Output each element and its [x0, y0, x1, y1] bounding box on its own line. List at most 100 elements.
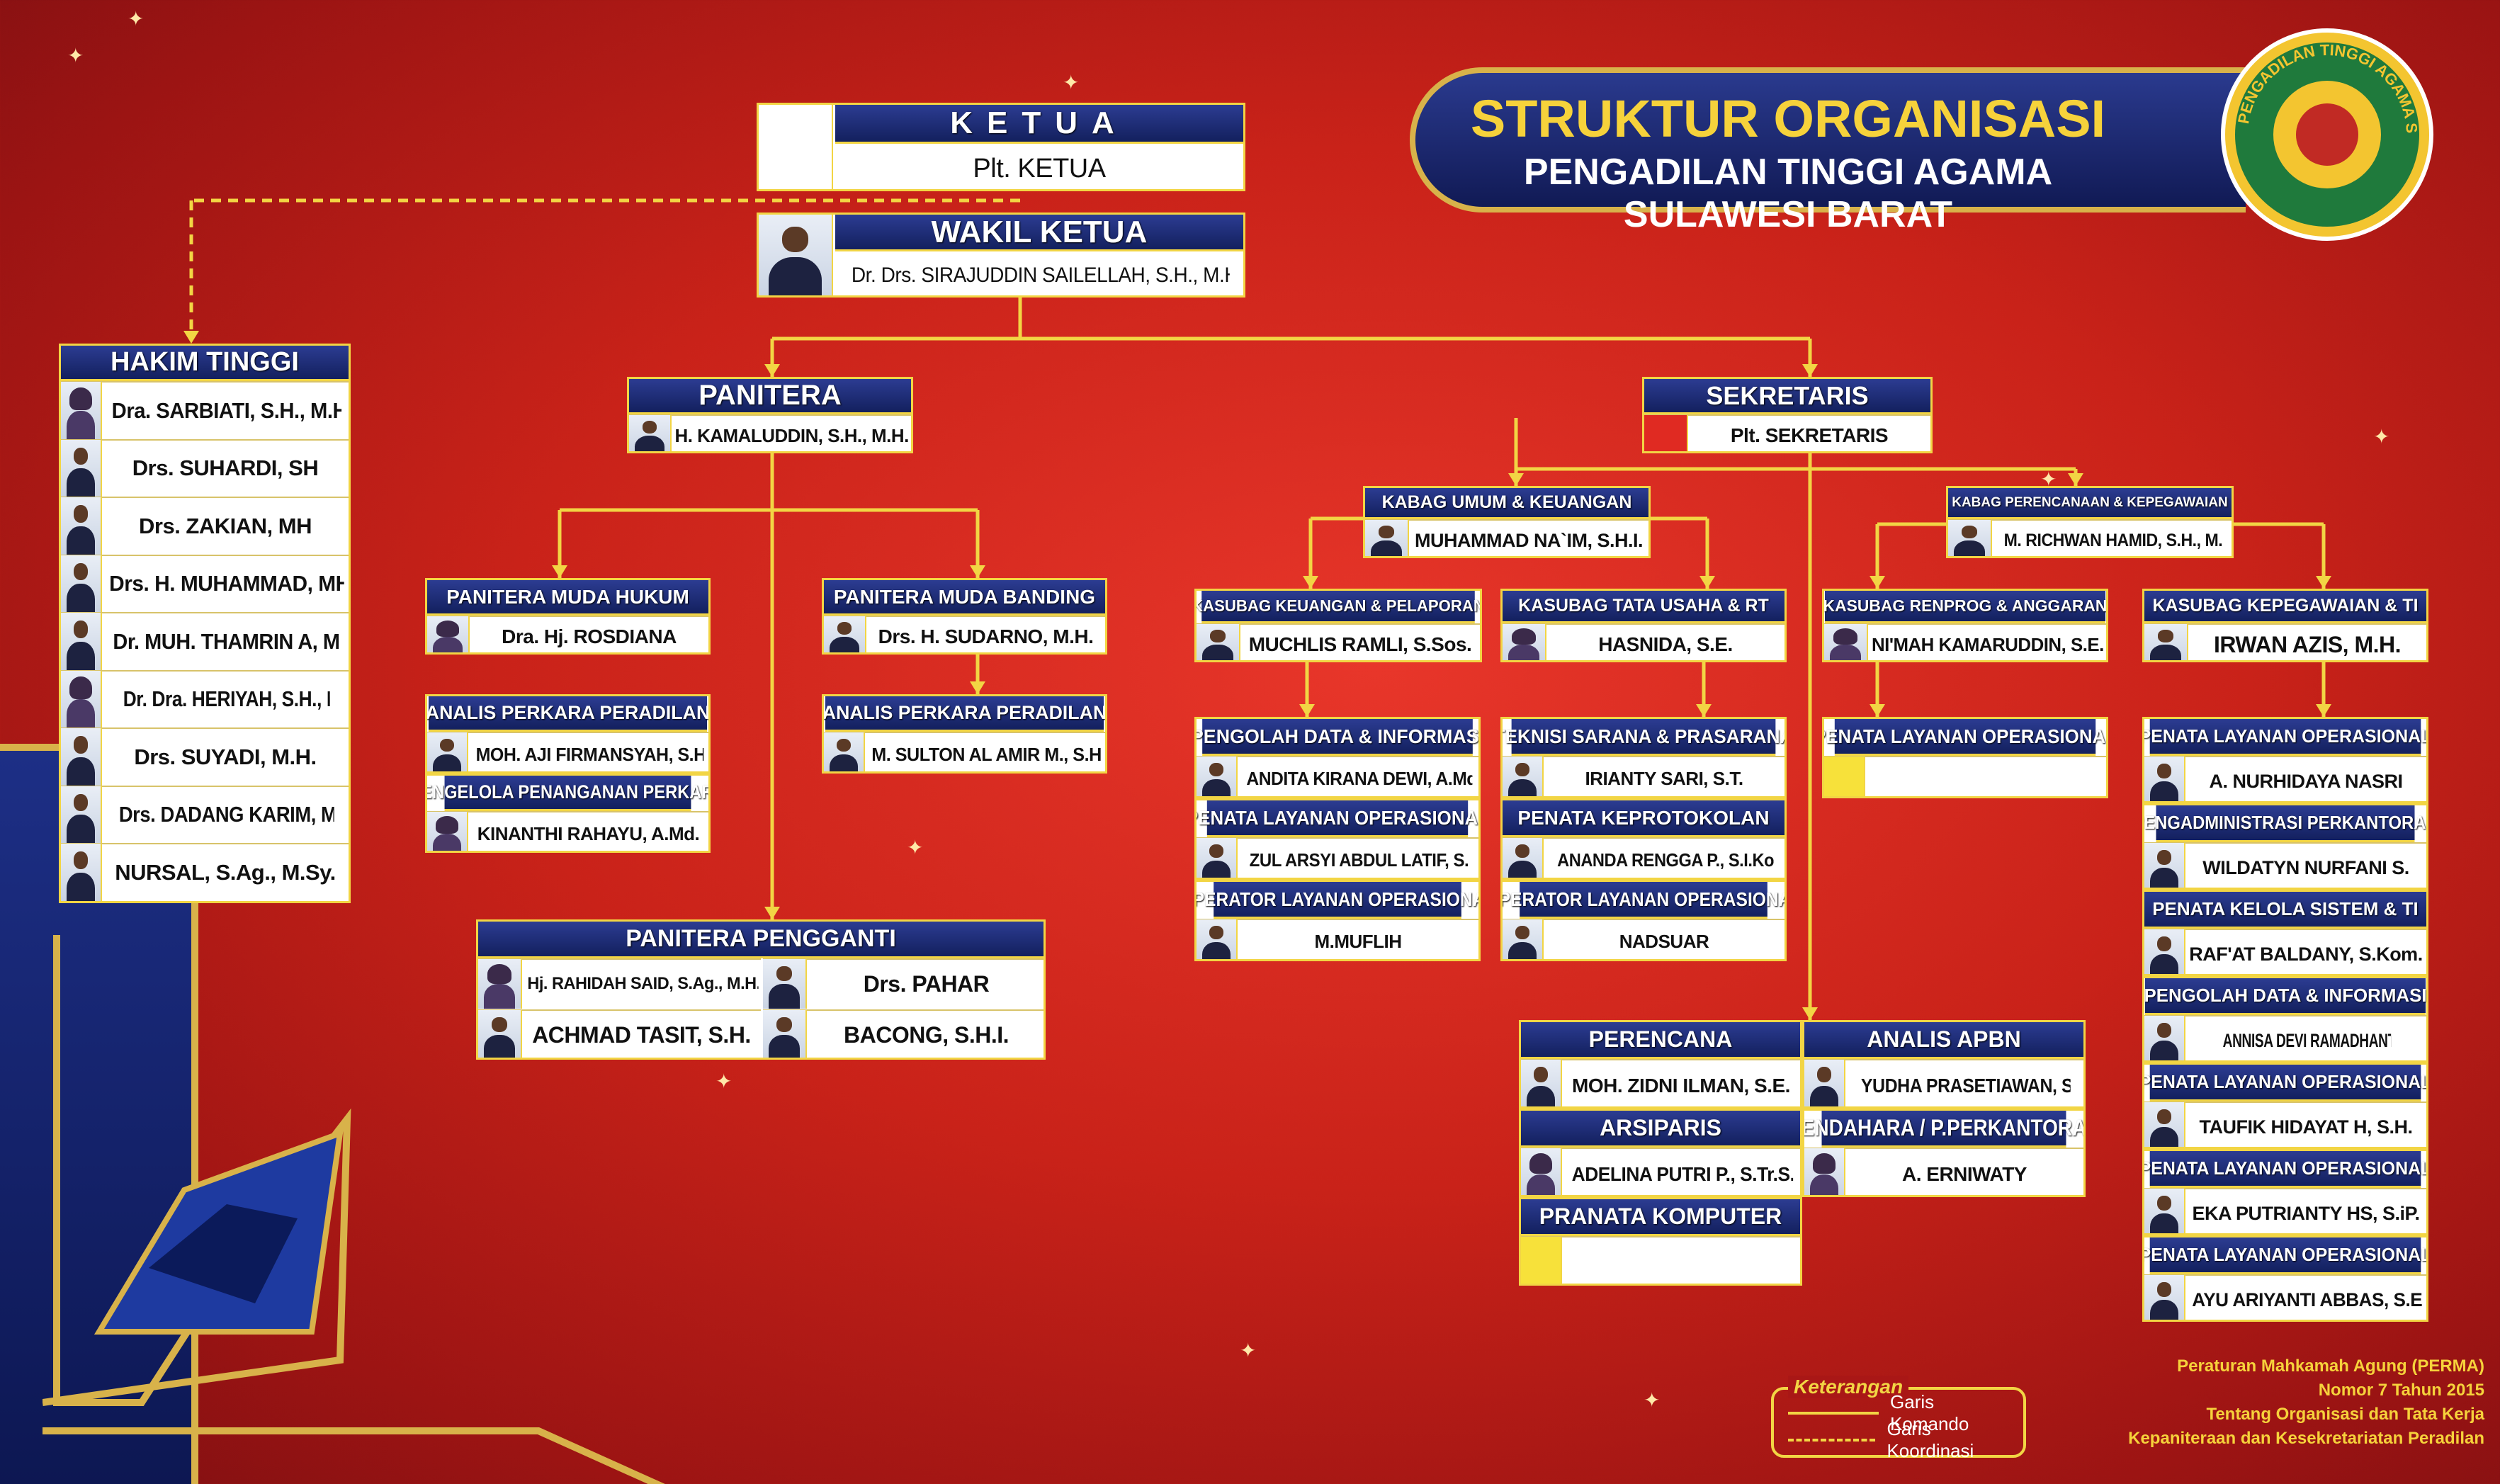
person-name: ANNISA DEVI RAMADHANTY, A.Md.M. [2222, 1029, 2392, 1051]
person-photo [824, 616, 866, 652]
person-photo [629, 415, 672, 451]
fungsional-box: ARSIPARIS ADELINA PUTRI P., S.Tr.S.I. [1519, 1109, 1802, 1197]
list-item: NURSAL, S.Ag., M.Sy. [61, 843, 349, 901]
person-photo [1824, 624, 1868, 660]
person-photo [61, 382, 102, 439]
court-emblem-icon: PENGADILAN TINGGI AGAMA SULAWESI BARAT [2221, 28, 2433, 241]
person-name: MUCHLIS RAMLI, S.Sos. [1248, 633, 1472, 655]
position-title: PENATA LAYANAN OPERASIONAL [2144, 1151, 2426, 1188]
photo-placeholder [1644, 415, 1688, 451]
position-title: OPERATOR LAYANAN OPERASIONAL [1503, 882, 1784, 919]
position-title: BENDAHARA / P.PERKANTORAN [1804, 1111, 2083, 1148]
staff-box: PENATA KELOLA SISTEM & TI RAF'AT BALDANY,… [2142, 890, 2428, 976]
position-title: PENATA KELOLA SISTEM & TI [2144, 892, 2426, 929]
person-photo [61, 844, 102, 901]
position-title: PERENCANA [1521, 1022, 1800, 1059]
list-item: ACHMAD TASIT, S.H. [478, 1009, 761, 1058]
position-title: PANITERA [629, 379, 911, 414]
legend-komando: Garis Komando [1788, 1391, 2016, 1434]
person-photo [1197, 757, 1238, 796]
photo-placeholder [759, 105, 833, 189]
person-name: ANANDA RENGGA P., S.I.Kom. [1557, 849, 1774, 871]
position-title: PENATA LAYANAN OPERASIONAL [2144, 1237, 2426, 1274]
arrow-head [970, 681, 985, 694]
person-name: NURSAL, S.Ag., M.Sy. [115, 859, 336, 885]
person-photo [427, 812, 468, 851]
person-photo [1197, 624, 1240, 660]
list-item: Drs. H. MUHAMMAD, MH [61, 554, 349, 613]
person-name: Plt. SEKRETARIS [1730, 424, 1889, 446]
list-item: Drs. DADANG KARIM, M.H. [61, 785, 349, 844]
position-title: WAKIL KETUA [835, 215, 1243, 251]
position-title: KABAG PERENCANAAN & KEPEGAWAIAN [1948, 488, 2232, 519]
person-name: Dr. Dra. HERIYAH, S.H., M.H. [123, 686, 330, 711]
legend-title: Keterangan [1788, 1376, 1909, 1398]
person-name: MOH. ZIDNI ILMAN, S.E. [1572, 1074, 1790, 1097]
arrow-head [1802, 364, 1818, 377]
position-title: KASUBAG RENPROG & ANGGARAN [1824, 591, 2106, 623]
arrow-head [764, 364, 780, 377]
position-title: PENATA LAYANAN OPERASIONAL [1824, 719, 2106, 756]
person-name: ACHMAD TASIT, S.H. [532, 1021, 751, 1048]
person-name: Dr. Drs. SIRAJUDDIN SAILELLAH, S.H., M.H… [851, 264, 1230, 287]
regulation-line-3: Tentang Organisasi dan Tata Kerja [2206, 1405, 2484, 1424]
person-photo [2144, 929, 2185, 974]
person-name: BACONG, S.H.I. [843, 1021, 1009, 1048]
person-photo [61, 613, 102, 670]
person-name: Drs. PAHAR [863, 970, 990, 997]
person-name: Dr. MUH. THAMRIN A, MH [113, 628, 341, 654]
person-name: HASNIDA, S.E. [1598, 633, 1733, 655]
person-name: M. SULTON AL AMIR M., S.H. [871, 743, 1102, 765]
person-photo [763, 959, 807, 1009]
position-title: PENGELOLA PENANGANAN PERKARA [427, 776, 708, 811]
person-name: EKA PUTRIANTY HS, S.iP. [2192, 1202, 2420, 1224]
position-title: PENGOLAH DATA & INFORMASI [2144, 978, 2426, 1015]
person-name: RAF'AT BALDANY, S.Kom. [2189, 943, 2423, 965]
person-name: MUHAMMAD NA`IM, S.H.I. [1415, 529, 1643, 551]
person-photo [61, 670, 102, 728]
person-photo [61, 439, 102, 497]
person-name: AYU ARIYANTI ABBAS, S.E. [2192, 1288, 2423, 1310]
position-title: PENATA LAYANAN OPERASIONAL [1197, 800, 1478, 837]
position-title: ARSIPARIS [1521, 1111, 1800, 1148]
person-name: ADELINA PUTRI P., S.Tr.S.I. [1571, 1162, 1794, 1185]
arrow-head [1870, 704, 1885, 717]
legend-komando-label: Garis Komando [1890, 1391, 1969, 1434]
person-name: Drs. DADANG KARIM, M.H. [118, 802, 334, 827]
legend: Keterangan Garis Komando Garis Koordinas… [1771, 1376, 2026, 1461]
person-name: Drs. SUYADI, M.H. [134, 744, 317, 769]
title-banner: STRUKTUR ORGANISASI PENGADILAN TINGGI AG… [1410, 67, 2246, 235]
fungsional-box: PERENCANA MOH. ZIDNI ILMAN, S.E. [1519, 1020, 1802, 1109]
person-photo [2144, 624, 2188, 660]
person-photo [2144, 843, 2185, 888]
person-photo [1365, 520, 1409, 556]
arrow-head [2068, 473, 2083, 486]
staff-box: PENGOLAH DATA & INFORMASI ANNISA DEVI RAM… [2142, 976, 2428, 1063]
person-photo [61, 497, 102, 555]
arrow-head [1870, 576, 1885, 589]
person-photo [427, 616, 470, 652]
position-title: PENATA LAYANAN OPERASIONAL [2144, 1065, 2426, 1101]
arrow-head [1802, 1007, 1818, 1020]
page-subtitle-1: PENGADILAN TINGGI AGAMA [1523, 152, 2053, 193]
person-photo [1503, 838, 1544, 878]
person-photo [2144, 1275, 2185, 1320]
person-photo [1948, 520, 1992, 556]
legend-koordinasi: Garis Koordinasi [1788, 1418, 2016, 1461]
position-title: PENATA KEPROTOKOLAN [1503, 800, 1784, 837]
person-photo [1197, 919, 1238, 959]
person-name: Dra. SARBIATI, S.H., M.H. [111, 397, 342, 423]
